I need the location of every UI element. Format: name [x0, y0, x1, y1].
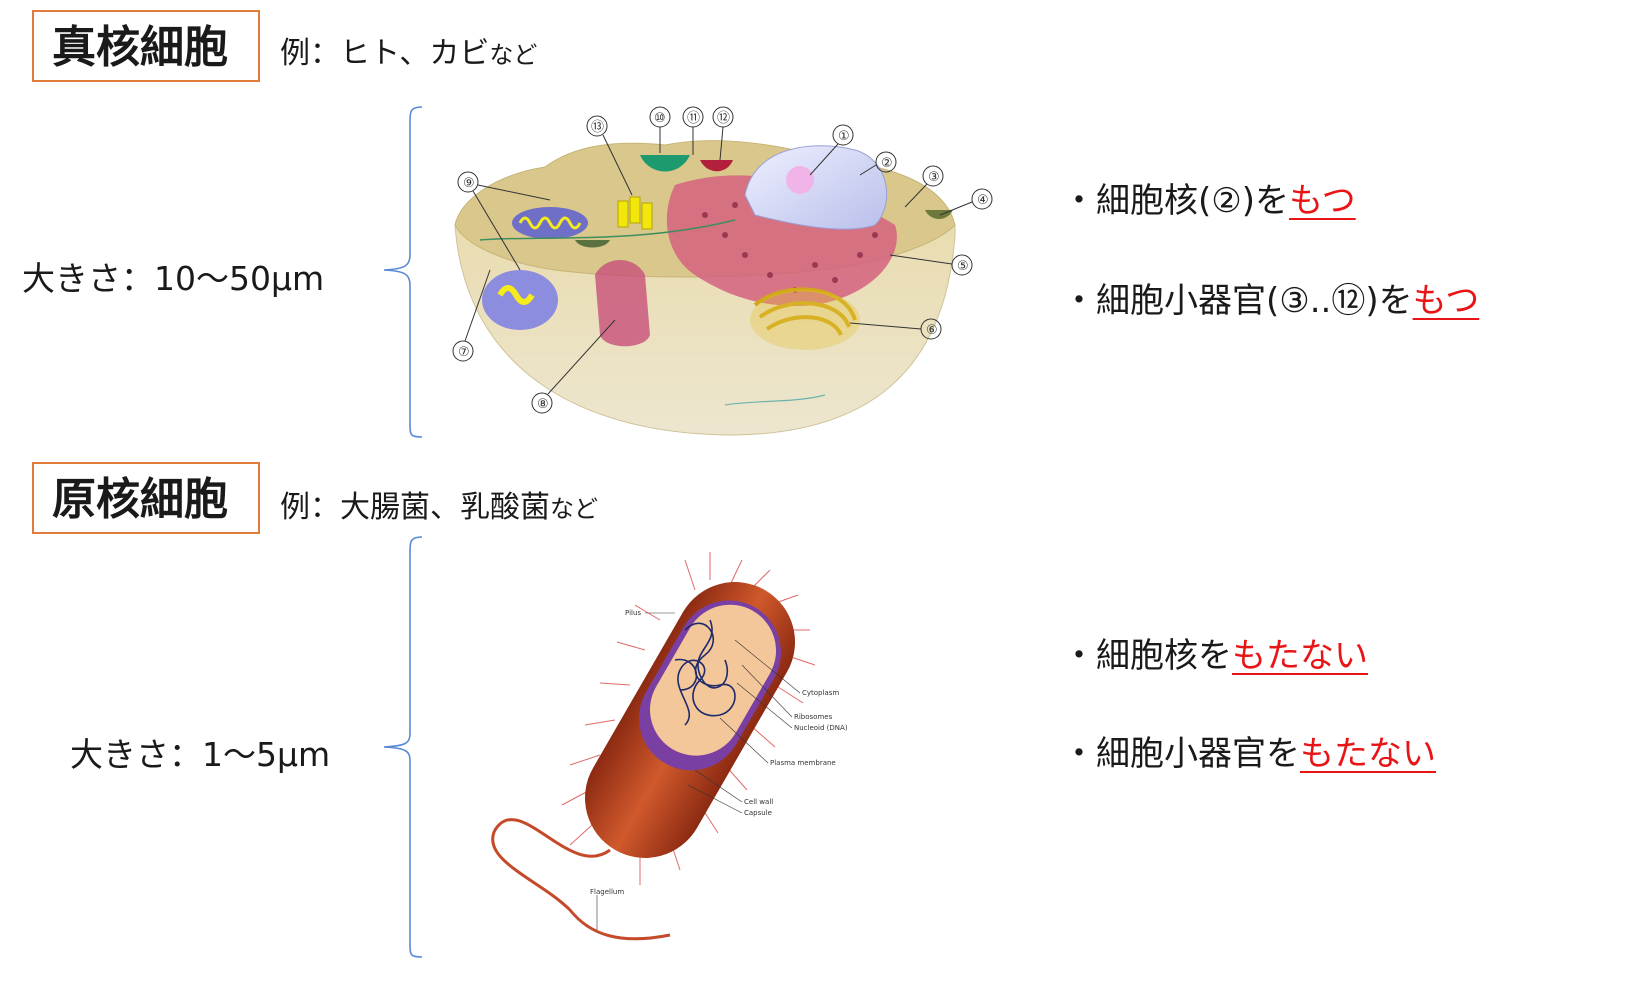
- callout-2: ②: [881, 156, 893, 171]
- label-pilus: Pilus: [625, 609, 641, 617]
- prokaryote-example-suffix: など: [550, 495, 598, 523]
- label-nucleoid: Nucleoid (DNA): [794, 724, 848, 732]
- label-flagellum: Flagellum: [590, 888, 624, 896]
- smooth-er: [595, 260, 650, 347]
- nucleoid: [674, 619, 736, 726]
- callout-7: ⑦: [458, 345, 470, 360]
- eukaryote-title: 真核細胞: [32, 10, 260, 82]
- eukaryote-bullet-organelles-text: ・細胞小器官(③..⑫)を: [1062, 281, 1413, 321]
- centrioles: [617, 196, 653, 230]
- eukaryote-example-main: 例：ヒト、カビ: [280, 36, 490, 71]
- label-capsule: Capsule: [744, 809, 772, 817]
- eukaryote-size: 大きさ：10〜50μm: [22, 259, 325, 298]
- eukaryote-example: 例：ヒト、カビなど: [280, 28, 537, 72]
- vacuole-12: [700, 160, 733, 172]
- prokaryote-bullet-nucleus: ・細胞核をもたない: [1062, 628, 1368, 677]
- eukaryote-bullet-nucleus: ・細胞核(②)をもつ: [1062, 173, 1356, 222]
- prokaryote-bullet-nucleus-emphasis: もたない: [1232, 636, 1368, 676]
- prokaryote-bullet-organelles-text: ・細胞小器官を: [1062, 734, 1300, 774]
- nucleolus: [786, 166, 814, 194]
- eukaryote-bullet-organelles: ・細胞小器官(③..⑫)をもつ: [1062, 273, 1479, 322]
- label-cell-wall: Cell wall: [744, 798, 773, 806]
- eukaryote-bullet-organelles-emphasis: もつ: [1412, 281, 1480, 321]
- eukaryote-bullet-nucleus-emphasis: もつ: [1289, 181, 1356, 221]
- label-cytoplasm: Cytoplasm: [802, 689, 839, 697]
- prokaryote-example-main: 例：大腸菌、乳酸菌: [280, 490, 550, 525]
- label-ribosomes: Ribosomes: [794, 713, 833, 721]
- golgi: [753, 287, 857, 336]
- prokaryote-example: 例：大腸菌、乳酸菌など: [280, 482, 598, 526]
- callout-9: ⑨: [463, 176, 475, 191]
- callout-8: ⑧: [537, 397, 549, 412]
- callout-13: ⑬: [591, 120, 604, 135]
- callout-5: ⑤: [957, 259, 969, 274]
- vacuole-10: [640, 155, 690, 172]
- prokaryote-size: 大きさ：1〜5μm: [70, 735, 331, 774]
- prokaryotic-cell-illustration: Pilus Cytoplasm Ribosomes Nucleoid (DNA)…: [491, 552, 848, 941]
- cytoplasm: [650, 604, 776, 756]
- callout-3: ③: [928, 170, 940, 185]
- callout-6: ⑥: [926, 323, 938, 338]
- callout-10: ⑩: [654, 111, 666, 126]
- callout-1: ①: [838, 129, 850, 144]
- prokaryote-bullet-organelles-emphasis: もたない: [1300, 734, 1436, 774]
- callout-12: ⑫: [717, 111, 730, 126]
- callout-11: ⑪: [687, 111, 700, 126]
- eukaryote-example-suffix: など: [489, 41, 538, 69]
- eukaryote-brace: [383, 106, 423, 438]
- prokaryote-bullet-organelles: ・細胞小器官をもたない: [1062, 726, 1436, 775]
- eukaryote-bullet-nucleus-text: ・細胞核(②)を: [1062, 181, 1290, 221]
- label-plasma-membrane: Plasma membrane: [770, 759, 836, 767]
- eukaryotic-cell-illustration: ① ② ③ ④ ⑤ ⑥ ⑦ ⑧ ⑨ ⑩ ⑪ ⑫ ⑬: [452, 106, 993, 436]
- flagellum: [491, 818, 671, 941]
- callouts: [452, 106, 993, 414]
- prokaryote-brace: [383, 536, 423, 958]
- callout-4: ④: [977, 193, 989, 208]
- prokaryote-title: 原核細胞: [32, 462, 260, 534]
- prokaryote-bullet-nucleus-text: ・細胞核を: [1062, 636, 1232, 676]
- nucleus: [744, 145, 888, 230]
